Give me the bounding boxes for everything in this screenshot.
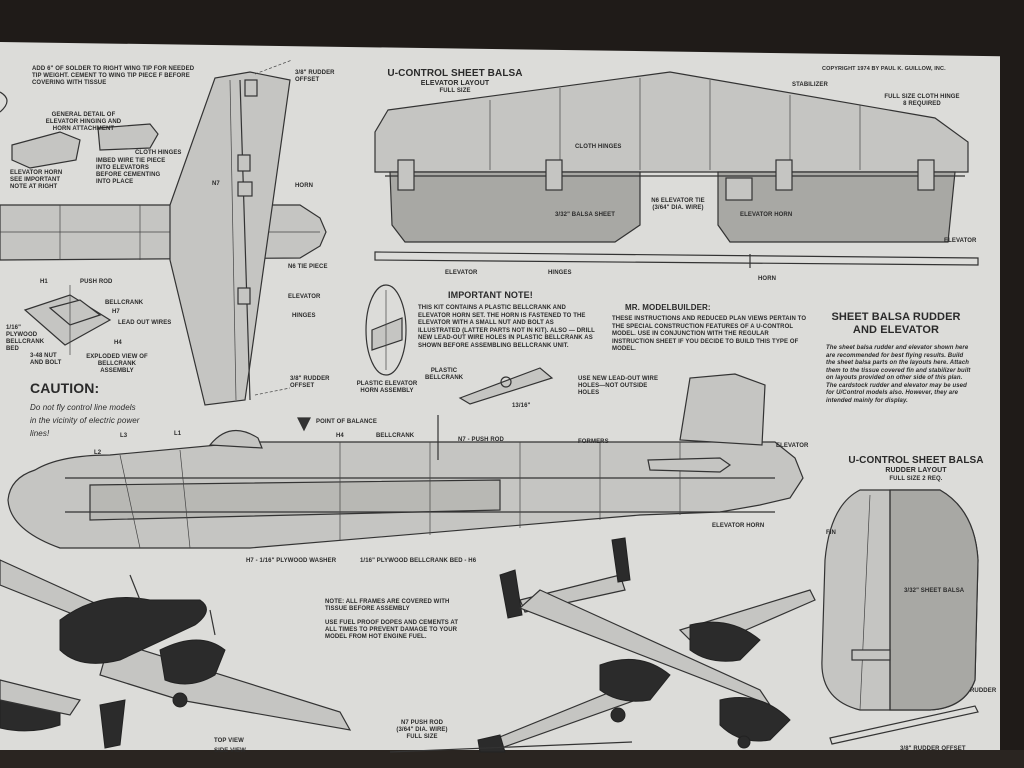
elevator-layout-title: U-CONTROL SHEET BALSA — [387, 68, 523, 79]
horn-assembly-oval — [365, 284, 407, 376]
horn-label: HORN — [295, 183, 314, 189]
plastic-bellcrank — [458, 367, 554, 405]
wing-tip-outline — [0, 91, 8, 113]
elevator-detail-label: GENERAL DETAIL OF ELEVATOR HINGING AND H… — [45, 112, 122, 132]
elevator-label-left: ELEVATOR — [288, 294, 321, 300]
elevator-stabilizer-outline — [374, 71, 969, 173]
elevator-layout-subtitle: ELEVATOR LAYOUT — [420, 80, 490, 87]
bellcrank-label-left: BELLCRANK — [105, 300, 144, 306]
l1-label: L1 — [174, 431, 182, 437]
modelbuilder-title: MR. MODELBUILDER: — [625, 303, 711, 312]
top-view-label: TOP VIEW — [214, 738, 244, 744]
elevator-horn-layout-label: ELEVATOR HORN — [740, 212, 793, 218]
push-rod-fuselage-label: N7 - PUSH ROD — [458, 437, 504, 443]
elevator-horn-note: ELEVATOR HORN SEE IMPORTANT NOTE AT RIGH… — [10, 170, 63, 190]
caution-title: CAUTION: — [30, 380, 100, 396]
exploded-view-label: EXPLODED VIEW OF BELLCRANK ASSEMBLY — [86, 354, 148, 374]
rudder-offset-label: 3/8" RUDDER OFFSET — [900, 746, 966, 752]
hinges-bottom-label: HINGES — [548, 270, 572, 276]
push-rod-full-size-label: N7 PUSH ROD (3/64" DIA. WIRE) FULL SIZE — [396, 720, 448, 740]
l3-label: L3 — [120, 433, 128, 439]
elevator-side-view — [374, 251, 979, 266]
plywood-bed-label: 1/16" PLYWOOD BELLCRANK BED — [6, 325, 45, 352]
rudder-label: RUDDER — [970, 688, 997, 694]
aircraft-illustration-right — [477, 537, 816, 753]
cloth-hinges-layout-label: CLOTH HINGES — [575, 144, 622, 150]
elevator-bottom-label: ELEVATOR — [445, 270, 478, 276]
elevator-fuselage-label: ELEVATOR — [776, 443, 809, 449]
l2-label: L2 — [94, 450, 102, 456]
stabilizer-top-view — [169, 71, 291, 406]
hinges-label-left: HINGES — [292, 313, 316, 319]
background-surface — [0, 750, 1024, 768]
nut-bolt-label: 3-48 NUT AND BOLT — [30, 353, 62, 366]
solder-note: ADD 6" OF SOLDER TO RIGHT WING TIP FOR N… — [32, 66, 195, 86]
rudder-offset-top-label: 3/8" RUDDER OFFSET — [295, 70, 335, 83]
point-of-balance-label: POINT OF BALANCE — [316, 419, 377, 425]
plywood-washer-label: H7 - 1/16" PLYWOOD WASHER — [246, 558, 337, 564]
rudder-layout-subtitle: RUDDER LAYOUT — [885, 467, 947, 474]
hinge-detail — [11, 131, 81, 169]
important-note-title: IMPORTANT NOTE! — [448, 290, 533, 300]
rudder-offset-bottom-label: 3/8" RUDDER OFFSET — [290, 376, 330, 389]
copyright: COPYRIGHT 1974 BY PAUL K. GUILLOW, INC. — [822, 66, 946, 72]
push-rod-full-size — [389, 741, 633, 753]
horn-assembly-label: PLASTIC ELEVATOR HORN ASSEMBLY — [356, 381, 418, 394]
frames-note-line1: NOTE: ALL FRAMES ARE COVERED WITH TISSUE… — [325, 599, 450, 612]
horn-bottom-label: HORN — [758, 276, 777, 282]
lead-out-wires-label: LEAD OUT WIRES — [118, 320, 172, 326]
new-holes-label: USE NEW LEAD-OUT WIRE HOLES—NOT OUTSIDE … — [578, 376, 659, 396]
bellcrank-fuselage-label: BELLCRANK — [376, 433, 415, 439]
h4-fuselage-label: H4 — [336, 433, 344, 439]
rudder-balsa-label: 3/32" SHEET BALSA — [904, 588, 965, 594]
sheet-balsa-text: The sheet balsa rudder and elevator show… — [826, 345, 971, 404]
h7-label: H7 — [112, 309, 120, 315]
plastic-bellcrank-label: PLASTIC BELLCRANK — [425, 368, 464, 381]
balsa-sheet-label: 3/32" BALSA SHEET — [555, 212, 616, 218]
fin-side-view — [679, 373, 766, 446]
sheet-balsa-title: SHEET BALSA RUDDER AND ELEVATOR — [831, 311, 961, 336]
n7-label: N7 — [212, 181, 220, 187]
bellcrank-bed-label: 1/16" PLYWOOD BELLCRANK BED - H6 — [360, 558, 477, 564]
h1-label: H1 — [40, 279, 48, 285]
stabilizer-label: STABILIZER — [792, 82, 828, 88]
fin-label: FIN — [826, 530, 836, 536]
rudder-layout-size: FULL SIZE 2 REQ. — [889, 476, 943, 482]
tail-fuselage-top-view — [0, 204, 327, 261]
formers-label: FORMERS — [578, 439, 609, 445]
dimension-label: 13/16" — [512, 403, 531, 409]
elevator-left — [389, 171, 641, 243]
elevator-tie-label: N6 ELEVATOR TIE (3/64" DIA. WIRE) — [651, 198, 705, 211]
elevator-right-label: ELEVATOR — [944, 238, 977, 244]
frames-note-line2: USE FUEL PROOF DOPES AND CEMENTS AT ALL … — [325, 620, 459, 640]
side-view-label: SIDE VIEW — [214, 748, 246, 754]
cloth-hinges-label: CLOTH HINGES — [135, 150, 182, 156]
caution-text: Do not fly control line models in the vi… — [30, 403, 140, 438]
h4-label-left: H4 — [114, 340, 122, 346]
cloth-hinge-required-label: FULL SIZE CLOTH HINGE 8 REQUIRED — [884, 94, 960, 107]
elevator-layout-size: FULL SIZE — [439, 88, 471, 94]
important-note-text: THIS KIT CONTAINS A PLASTIC BELLCRANK AN… — [418, 305, 595, 349]
imbed-wire-note: IMBED WIRE TIE PIECE INTO ELEVATORS BEFO… — [96, 158, 166, 185]
elevator-horn-fuselage-label: ELEVATOR HORN — [712, 523, 765, 529]
push-rod-label: PUSH ROD — [80, 279, 113, 285]
n6-tie-piece-label: N6 TIE PIECE — [288, 264, 328, 270]
modelbuilder-text: THESE INSTRUCTIONS AND REDUCED PLAN VIEW… — [612, 316, 807, 352]
rudder-layout-title: U-CONTROL SHEET BALSA — [848, 455, 984, 466]
aircraft-illustration-left — [0, 559, 352, 749]
